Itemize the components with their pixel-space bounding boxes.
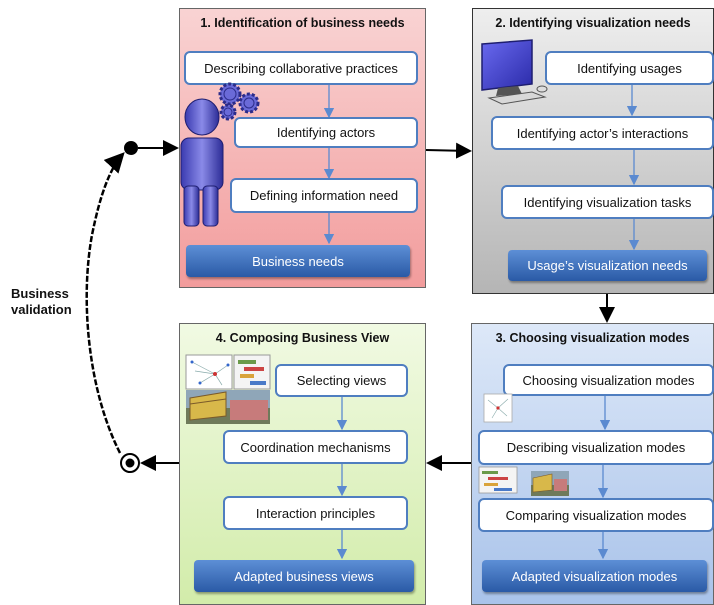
step-comparing-visualization-modes: Comparing visualization modes — [478, 498, 714, 532]
step-identifying-usages: Identifying usages — [545, 51, 714, 85]
step-interaction-principles: Interaction principles — [223, 496, 408, 530]
end-node-inner — [125, 458, 135, 468]
flow-arrow-1-to-2 — [425, 142, 472, 159]
panel-4-title: 4. Composing Business View — [215, 331, 390, 345]
step-identifying-actor-interactions: Identifying actor’s interactions — [491, 116, 714, 150]
business-validation-label: Business validation — [11, 286, 72, 318]
output-adapted-visualization-modes: Adapted visualization modes — [482, 560, 707, 592]
business-validation-line-1: Business — [11, 286, 69, 301]
output-usage-visualization-needs: Usage’s visualization needs — [508, 250, 707, 281]
step-describing-practices: Describing collaborative practices — [184, 51, 418, 85]
step-identifying-visualization-tasks: Identifying visualization tasks — [501, 185, 714, 219]
step-choosing-visualization-modes: Choosing visualization modes — [503, 364, 714, 396]
panel-3-title: 3. Choosing visualization modes — [495, 331, 690, 345]
validation-loop — [85, 152, 125, 454]
step-identifying-actors: Identifying actors — [234, 117, 418, 148]
panel-1-title: 1. Identification of business needs — [200, 16, 405, 30]
panel-2-title: 2. Identifying visualization needs — [495, 16, 691, 30]
step-coordination-mechanisms: Coordination mechanisms — [223, 430, 408, 464]
start-node — [124, 141, 138, 155]
step-selecting-views: Selecting views — [275, 364, 408, 397]
step-defining-information-need: Defining information need — [230, 178, 418, 213]
output-business-needs: Business needs — [186, 245, 410, 277]
business-validation-line-2: validation — [11, 302, 72, 317]
step-describing-visualization-modes: Describing visualization modes — [478, 430, 714, 465]
output-adapted-business-views: Adapted business views — [194, 560, 414, 592]
